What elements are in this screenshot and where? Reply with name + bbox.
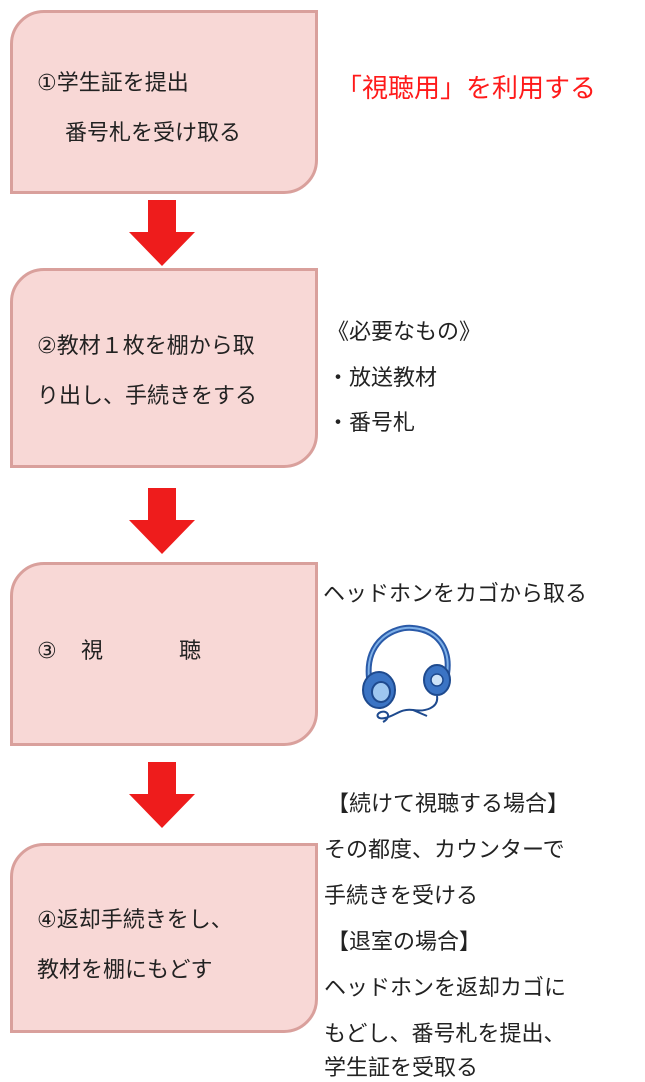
arrow-down-icon bbox=[129, 488, 195, 554]
leave-title: 【退室の場合】 bbox=[327, 930, 482, 955]
leave-line: ヘッドホンを返却カゴに bbox=[324, 976, 567, 1001]
continue-title: 【続けて視聴する場合】 bbox=[327, 792, 570, 817]
step-3-box: ③ 視 聴 bbox=[10, 562, 318, 746]
leave-line: もどし、番号札を提出、 bbox=[324, 1022, 566, 1047]
leave-line: 学生証を受取る bbox=[324, 1056, 479, 1081]
step-1-box: ①学生証を提出 番号札を受け取る bbox=[10, 10, 318, 194]
continue-line: 手続きを受ける bbox=[324, 884, 479, 909]
needed-item: ・放送教材 bbox=[327, 366, 438, 391]
step-1-line1: ①学生証を提出 bbox=[37, 71, 189, 96]
headphones-icon bbox=[362, 624, 451, 723]
use-av-note: 「視聴用」を利用する bbox=[336, 74, 597, 104]
needed-item: ・番号札 bbox=[327, 411, 416, 436]
step-3-word2: 聴 bbox=[179, 639, 202, 664]
step-2-line2: り出し、手続きをする bbox=[37, 384, 258, 409]
step-4-line2: 教材を棚にもどす bbox=[37, 958, 213, 983]
step-4-box: ④返却手続きをし、 教材を棚にもどす bbox=[10, 843, 318, 1033]
needed-title: 《必要なもの》 bbox=[327, 320, 482, 345]
step-1-line2: 番号札を受け取る bbox=[65, 121, 242, 146]
step-2-box: ②教材１枚を棚から取 り出し、手続きをする bbox=[10, 268, 318, 468]
arrow-down-icon bbox=[129, 200, 195, 266]
step-2-line1: ②教材１枚を棚から取 bbox=[37, 334, 255, 359]
step-3-number: ③ bbox=[37, 639, 57, 664]
step-4-line1: ④返却手続きをし、 bbox=[37, 908, 233, 933]
continue-line: その都度、カウンターで bbox=[324, 838, 565, 863]
arrow-down-icon bbox=[129, 762, 195, 828]
step-3-word1: 視 bbox=[81, 639, 104, 664]
headphone-note: ヘッドホンをカゴから取る bbox=[323, 582, 588, 607]
